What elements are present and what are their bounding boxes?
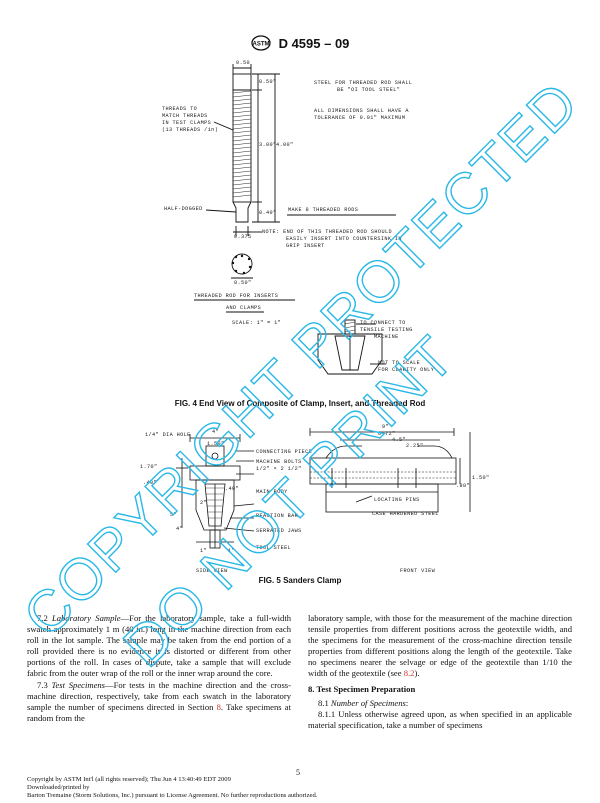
fig5-dim-170: 1.70" (140, 464, 158, 470)
fig4-dim-top: 0.50 (236, 60, 251, 66)
fig5-hole: 1/4" DIA HOLE (145, 432, 191, 438)
fig4-drawing (194, 64, 396, 375)
fig5-dim-1a: 1" (200, 548, 208, 554)
document-title: D 4595 – 09 (278, 35, 350, 51)
paragraph-7-2: 7.2 Laboratory Sample—For the laboratory… (27, 613, 292, 678)
fig4-scale: SCALE: 1" = 1" (232, 320, 282, 326)
fig4-steel-2: BE "OI TOOL STEEL" (337, 87, 401, 93)
left-column: 7.2 Laboratory Sample—For the laboratory… (27, 613, 291, 724)
fig4-make-rods: MAKE 8 THREADED RODS (288, 207, 359, 213)
fig4-dims-1: ALL DIMENSIONS SHALL HAVE A (314, 108, 409, 114)
fig5-bolts-2: 1/2" × 2 1/2" (256, 466, 302, 472)
footer-line-2: Downloaded/printed by (27, 784, 90, 791)
fig5-drawing (176, 428, 471, 549)
fig4-dims-2: TOLERANCE OF 0.01" MAXIMUM (314, 115, 406, 121)
footer-line-1: Copyright by ASTM Int'l (all rights rese… (27, 776, 231, 783)
fig5-reaction: REACTION BAR (256, 513, 299, 519)
fig4-rod-title-2: AND CLAMPS (226, 305, 262, 311)
page-number: 5 (296, 768, 300, 777)
fig5-dim-2: 2" (200, 500, 208, 506)
paragraph-7-3-cont: laboratory sample, with those for the me… (308, 613, 572, 678)
fig5-dim-225: 2.25" (406, 443, 424, 449)
fig4-dim-circle: 0.50" (234, 280, 252, 286)
fig4-dim-050: 0.50" (259, 79, 277, 85)
footer: Copyright by ASTM Int'l (all rights rese… (27, 776, 317, 800)
page-header: ASTM D 4595 – 09 (0, 34, 600, 52)
fig5-dim-45: 4.5" (392, 437, 407, 443)
svg-text:ASTM: ASTM (252, 42, 269, 48)
fig4-dim-040: 0.40" (259, 210, 277, 216)
fig5-dim-150: 1.50" (207, 441, 225, 447)
fig4-not-scale-2: FOR CLARITY ONLY (378, 367, 435, 373)
right-column: laboratory sample, with those for the me… (308, 613, 572, 731)
fig4-threads-1: THREADS TO (162, 106, 198, 112)
fig5-front-view: FRONT VIEW (400, 568, 436, 574)
fig5-dim-4: 4" (212, 429, 220, 435)
fig5-side-view: SIDE VIEW (196, 568, 228, 574)
section-8-title: 8. Test Specimen Preparation (308, 684, 416, 695)
astm-logo-icon: ASTM (250, 35, 271, 51)
fig5-dim-1b: 1" (228, 548, 236, 554)
fig4-note-1: NOTE: END OF THIS THREADED ROD SHOULD (262, 229, 392, 235)
fig5-caption: FIG. 5 Sanders Clamp (258, 576, 342, 585)
paragraph-7-3: 7.3 Test Specimens—For tests in the mach… (27, 680, 292, 724)
fig4-dim-bottom: 0.375 (234, 234, 252, 240)
fig4-threads-2: MATCH THREADS (162, 113, 208, 119)
fig4-dim-300: 3.00" (259, 142, 277, 148)
section-8-2-link[interactable]: 8.2 (403, 667, 415, 678)
fig5-dim-672: 6.72" (378, 431, 396, 437)
fig4-threads-4: (13 THREADS /in) (162, 127, 219, 133)
fig4-note-2: EASILY INSERT INTO COUNTERSINK IN (286, 236, 402, 242)
fig4-connect-3: MACHINE (374, 334, 399, 340)
paragraph-8-1: 8.1 Number of Specimens: (318, 698, 409, 709)
fig5-dim-80: .80" (456, 483, 471, 489)
fig5-connecting: CONNECTING PIECE (256, 449, 313, 455)
fig4-threads-3: IN TEST CLAMPS (162, 120, 212, 126)
fig5-case: CASE HARDENED STEEL (372, 511, 439, 517)
fig5-main-body: MAIN BODY (256, 489, 288, 495)
section-8-link[interactable]: 8 (216, 702, 221, 713)
fig5-locating: LOCATING PINS (374, 497, 420, 503)
fig5-serrated: SERRATED JAWS (256, 528, 302, 534)
fig4-connect-2: TENSILE TESTING (360, 327, 413, 333)
fig4-steel-1: STEEL FOR THREADED ROD SHALL (314, 80, 413, 86)
fig5-dim-9: 9" (382, 424, 390, 430)
fig5-bolts-1: MACHINE BOLTS (256, 459, 302, 465)
fig4-dim-400: 4.00" (276, 142, 294, 148)
fig4-not-scale-1: NOT TO SCALE (378, 360, 421, 366)
fig5-dim-5: 5" (170, 512, 178, 518)
fig4-rod-title-1: THREADED ROD FOR INSERTS (194, 293, 279, 299)
paragraph-8-1-1: 8.1.1 Unless otherwise agreed upon, as w… (308, 709, 572, 731)
fig4-note-3: GRIP INSERT (286, 243, 325, 249)
footer-line-3: Barton Tremaine (Storm Solutions, Inc.) … (27, 792, 318, 799)
fig4-connect-1: TO CONNECT TO (360, 320, 406, 326)
fig5-tool-steel: TOOL STEEL (256, 545, 292, 551)
fig5-dim-40b: .40" (225, 486, 240, 492)
fig5-dim-150b: 1.50" (472, 475, 490, 481)
fig4-caption: FIG. 4 End View of Composite of Clamp, I… (174, 399, 426, 408)
fig4-half-dogged: HALF-DOGGED (164, 206, 203, 212)
fig5-dim-4b: 4" (176, 526, 184, 532)
fig5-dim-40: .40" (143, 480, 158, 486)
